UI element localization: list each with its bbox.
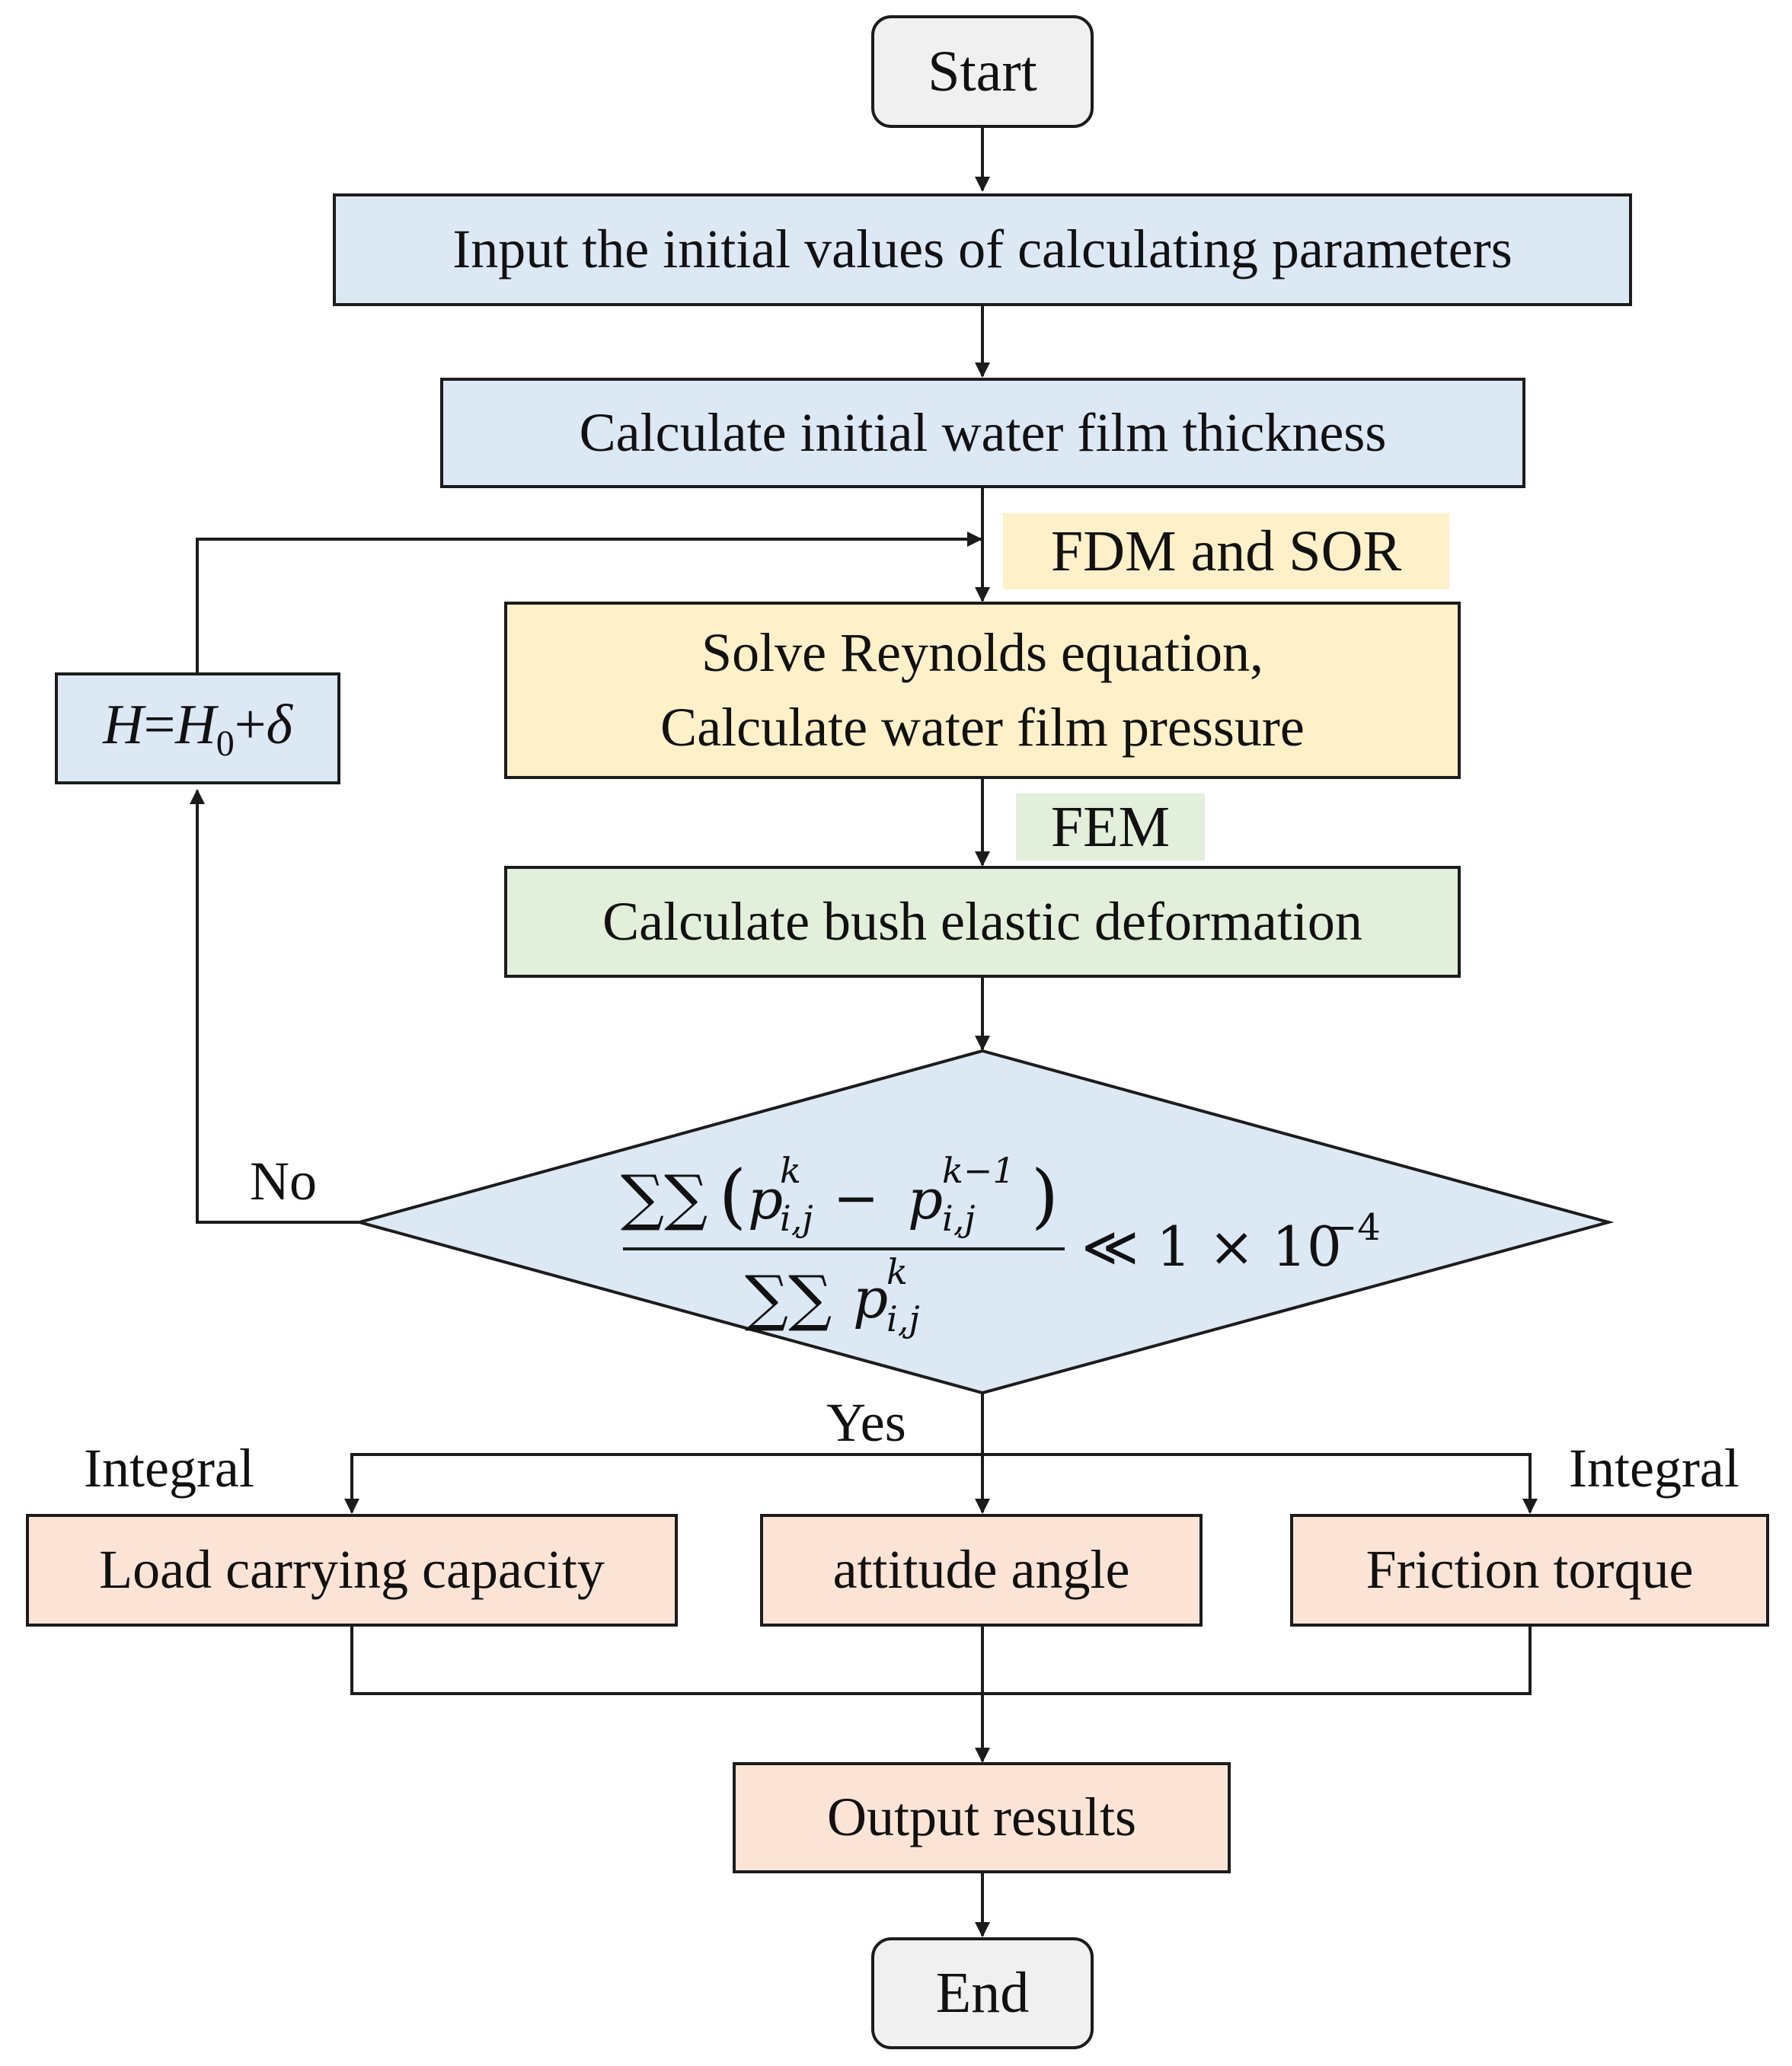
- delta-symbol: δ: [266, 694, 292, 757]
- numerator-p1: p: [748, 1167, 783, 1231]
- deformation-label: Calculate bush elastic deformation: [602, 890, 1362, 952]
- no-label: No: [250, 1151, 317, 1212]
- film-update-node: H=H0+δ: [55, 672, 340, 784]
- input-parameters-node: Input the initial values of calculating …: [333, 193, 1632, 306]
- output-results-node: Output results: [733, 1762, 1231, 1873]
- line-friction-to-merge: [982, 1627, 1532, 1695]
- initial-thickness-node: Calculate initial water film thickness: [440, 378, 1525, 488]
- end-label: End: [935, 1961, 1030, 2026]
- start-node: Start: [871, 15, 1094, 128]
- sub-zero: 0: [216, 723, 235, 764]
- arrow-no-to-update: [190, 789, 359, 1224]
- line-load-to-merge: [350, 1627, 982, 1695]
- film-update-formula: H=H0+δ: [103, 688, 292, 769]
- fdm-sor-label: FDM and SOR: [1050, 519, 1402, 583]
- fdm-sor-tag: FDM and SOR: [1003, 513, 1449, 589]
- fem-label: FEM: [1050, 794, 1171, 859]
- reynolds-label-line1: Solve Reynolds equation,: [701, 622, 1263, 684]
- equals-sign: =: [143, 694, 176, 757]
- integral-right-label: Integral: [1569, 1438, 1739, 1499]
- arrow-yes-to-friction: [982, 1453, 1538, 1514]
- integral-left-label: Integral: [84, 1438, 254, 1499]
- attitude-angle-node: attitude angle: [760, 1514, 1203, 1627]
- numerator-ij1: i,j: [780, 1198, 813, 1239]
- attitude-angle-label: attitude angle: [832, 1539, 1130, 1601]
- input-parameters-label: Input the initial values of calculating …: [452, 219, 1512, 280]
- reynolds-node: Solve Reynolds equation, Calculate water…: [504, 602, 1461, 779]
- arrow-update-to-loop: [196, 532, 982, 672]
- load-capacity-node: Load carrying capacity: [26, 1514, 678, 1627]
- output-results-label: Output results: [827, 1787, 1136, 1848]
- threshold-exponent: −4: [1327, 1206, 1381, 1249]
- threshold-text: ≪ 1 × 10: [1081, 1215, 1342, 1279]
- fem-tag: FEM: [1016, 794, 1205, 861]
- numerator-close-paren: ): [1031, 1155, 1059, 1237]
- numerator-p2: p: [908, 1167, 943, 1231]
- initial-thickness-label: Calculate initial water film thickness: [579, 401, 1387, 463]
- numerator-ij2: i,j: [942, 1198, 976, 1239]
- friction-torque-node: Friction torque: [1290, 1514, 1769, 1627]
- numerator-open-paren: (: [719, 1155, 746, 1237]
- plus-sign: +: [234, 694, 267, 757]
- denominator-ij: i,j: [886, 1298, 920, 1340]
- friction-torque-label: Friction torque: [1366, 1539, 1694, 1601]
- numerator-minus: −: [833, 1166, 879, 1230]
- var-h0: H: [175, 694, 216, 757]
- deformation-node: Calculate bush elastic deformation: [504, 866, 1461, 978]
- numerator-k-minus-1: k−1: [942, 1150, 1015, 1191]
- end-node: End: [871, 1937, 1094, 2049]
- reynolds-label-line2: Calculate water film pressure: [660, 696, 1305, 758]
- decision-diamond: [353, 1049, 1615, 1395]
- yes-label: Yes: [826, 1392, 906, 1453]
- var-h: H: [103, 694, 144, 757]
- arrow-yes-to-load: [344, 1453, 982, 1514]
- denominator-p: p: [853, 1266, 888, 1330]
- numerator-k: k: [780, 1150, 801, 1191]
- denominator-k: k: [886, 1251, 908, 1292]
- load-capacity-label: Load carrying capacity: [99, 1539, 605, 1601]
- start-label: Start: [928, 39, 1037, 104]
- numerator-sums: ∑∑: [621, 1162, 708, 1233]
- denominator-sums: ∑∑: [745, 1263, 832, 1333]
